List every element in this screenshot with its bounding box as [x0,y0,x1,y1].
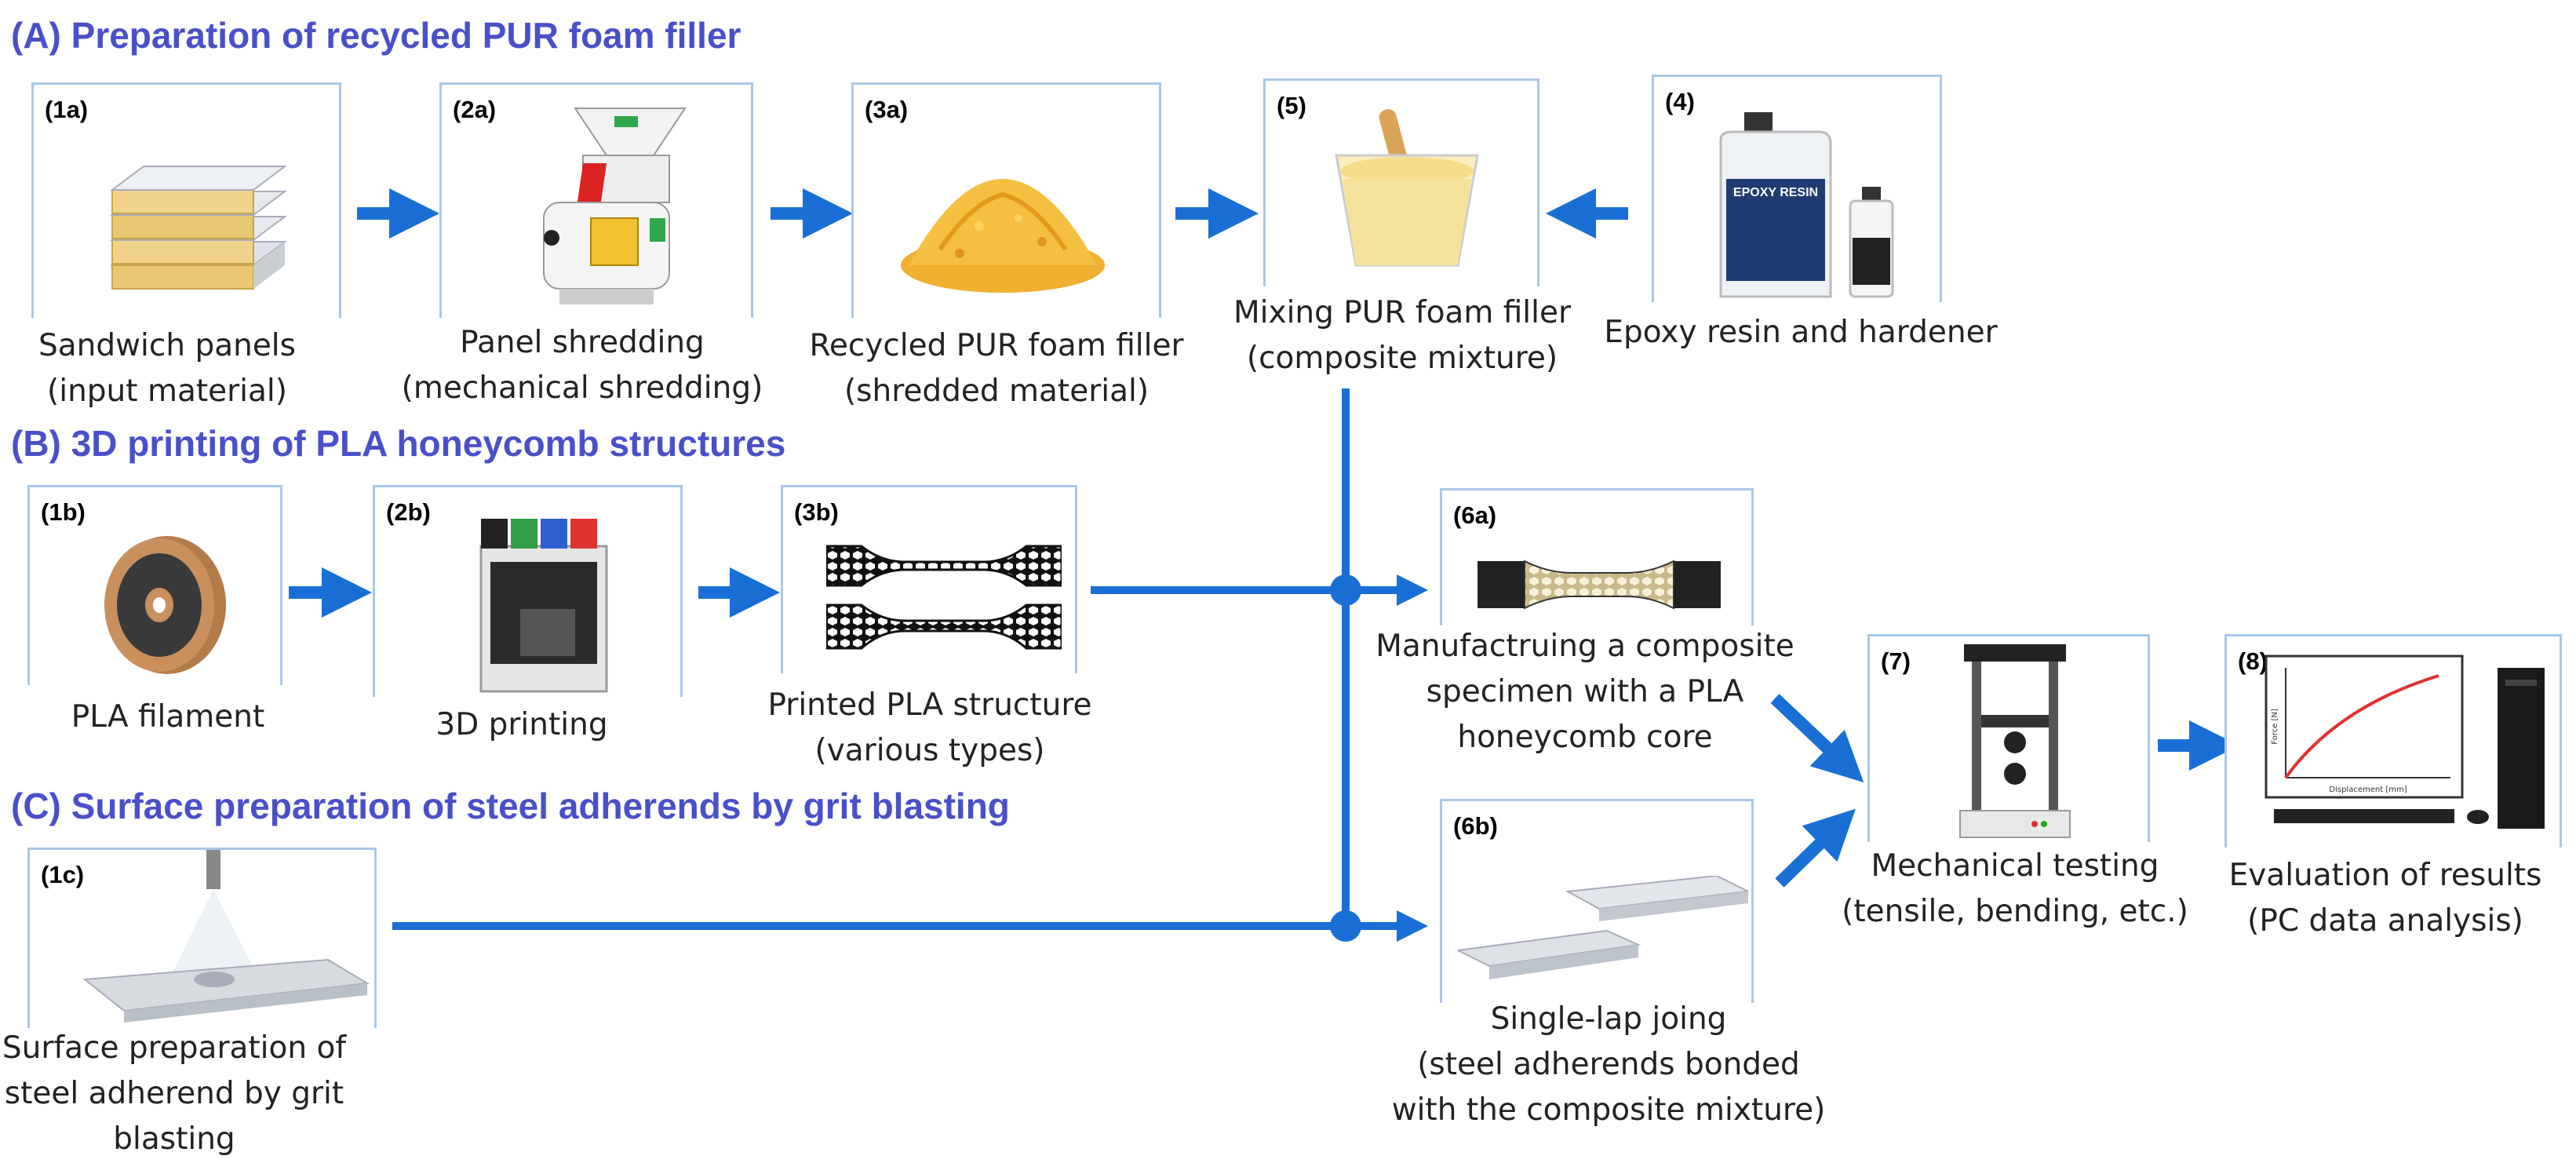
product-label: EPOXY RESIN [1733,186,1818,199]
caption-line: 3D printing [435,707,608,742]
step-7-box: (7) [1867,634,2150,842]
arrow-6a-7 [1770,694,1864,782]
caption-line: (tensile, bending, etc.) [1842,894,2188,929]
caption-line: honeycomb core [1457,720,1713,755]
step-label: (1b) [41,498,86,526]
foam-filler-pile-icon [901,179,1105,293]
caption-line: (composite mixture) [1246,341,1558,376]
section-title-b: (B) 3D printing of PLA honeycomb structu… [11,423,786,464]
composite-specimen-icon [1477,560,1721,610]
step-8-box: (8) Displacement [mm] Force [N] [2224,634,2562,848]
step-label: (1c) [41,861,85,888]
section-title-c: (C) Surface preparation of steel adheren… [11,786,1010,826]
step-label: (6b) [1453,812,1498,840]
step-2b-box: (2b) [373,485,683,697]
caption-line: Manufactruing a composite [1375,629,1794,664]
step-2a-caption: Panel shredding (mechanical shredding) [402,320,763,411]
step-label: (2a) [453,96,497,123]
printed-pla-structures-icon [826,545,1062,650]
step-2b-caption: 3D printing [435,702,607,748]
grit-blasting-icon [82,850,370,1023]
epoxy-bottles-icon: EPOXY RESIN [1719,112,1894,298]
3d-printer-icon [479,519,608,693]
step-3a-box: (3a) [851,82,1161,318]
caption-line: Sandwich panels [38,328,296,363]
step-7-caption: Mechanical testing (tensile, bending, et… [1842,844,2188,935]
section-title-a: (A) Preparation of recycled PUR foam fil… [11,15,741,56]
step-1c-box: (1c) [27,848,377,1028]
step-label: (1a) [45,96,89,123]
step-1a-box: (1a) [31,82,341,318]
caption-line: steel adherend by grit [4,1076,344,1111]
step-4-caption: Epoxy resin and hardener [1604,310,1997,355]
arrow-6b-7 [1775,808,1856,888]
step-5-caption: Mixing PUR foam filler (composite mixtur… [1233,290,1571,381]
caption-line: Mixing PUR foam filler [1233,295,1571,330]
step-1c-caption: Surface preparation of steel adherend by… [2,1026,346,1162]
step-label: (7) [1881,647,1911,675]
caption-line: (input material) [47,374,287,409]
step-6a-box: (6a) [1440,488,1754,625]
caption-line: Mechanical testing [1871,848,2159,884]
step-1b-box: (1b) [27,485,282,685]
step-3b-box: (3b) [781,485,1077,673]
caption-line: Epoxy resin and hardener [1604,315,1998,350]
testing-machine-icon [1959,644,2071,838]
step-4-box: (4) EPOXY RESIN [1652,75,1942,302]
caption-line: Recycled PUR foam filler [809,328,1184,363]
caption-line: (various types) [814,733,1045,768]
caption-line: (PC data analysis) [2247,903,2523,939]
step-label: (3b) [794,498,839,526]
step-label: (3a) [865,96,909,123]
caption-line: Printed PLA structure [767,687,1092,723]
caption-line: Panel shredding [460,325,705,360]
step-3b-caption: Printed PLA structure (various types) [767,683,1091,774]
sandwich-panels-icon [110,166,287,290]
mixing-cup-icon [1335,109,1479,267]
step-8-caption: Evaluation of results (PC data analysis) [2229,853,2542,944]
single-lap-joint-icon [1458,876,1748,979]
caption-line: blasting [113,1121,235,1157]
step-label: (2b) [386,498,431,526]
step-6b-box: (6b) [1440,799,1754,1003]
caption-line: with the composite mixture) [1391,1092,1826,1128]
step-label: (4) [1665,88,1695,115]
caption-line: (steel adherends bonded [1417,1047,1800,1082]
step-5-box: (5) [1263,78,1539,286]
plot-ylabel: Force [N] [2271,709,2279,745]
step-label: (8) [2238,647,2268,675]
step-label: (6a) [1453,501,1497,529]
caption-line: Evaluation of results [2228,858,2542,893]
caption-line: specimen with a PLA [1426,674,1744,709]
caption-line: PLA filament [71,699,265,735]
caption-line: Surface preparation of [2,1030,347,1066]
junction-dot [1330,574,1361,606]
caption-line: (mechanical shredding) [401,370,763,406]
caption-line: Single-lap joing [1490,1001,1727,1037]
caption-line: (shredded material) [843,374,1150,409]
step-3a-caption: Recycled PUR foam filler (shredded mater… [810,323,1184,414]
junction-dot [1330,910,1361,942]
filament-spool-icon [104,536,226,674]
step-6b-caption: Single-lap joing (steel adherends bonded… [1392,997,1826,1133]
pc-analysis-icon: Displacement [mm] Force [N] [2264,654,2545,829]
step-label: (5) [1277,92,1306,119]
step-2a-box: (2a) [439,82,753,318]
shredder-machine-icon [543,108,687,304]
step-6a-caption: Manufactruing a composite specimen with … [1375,624,1794,760]
plot-xlabel: Displacement [mm] [2329,786,2407,794]
step-1b-caption: PLA filament [71,695,265,740]
step-1a-caption: Sandwich panels (input material) [38,323,296,414]
